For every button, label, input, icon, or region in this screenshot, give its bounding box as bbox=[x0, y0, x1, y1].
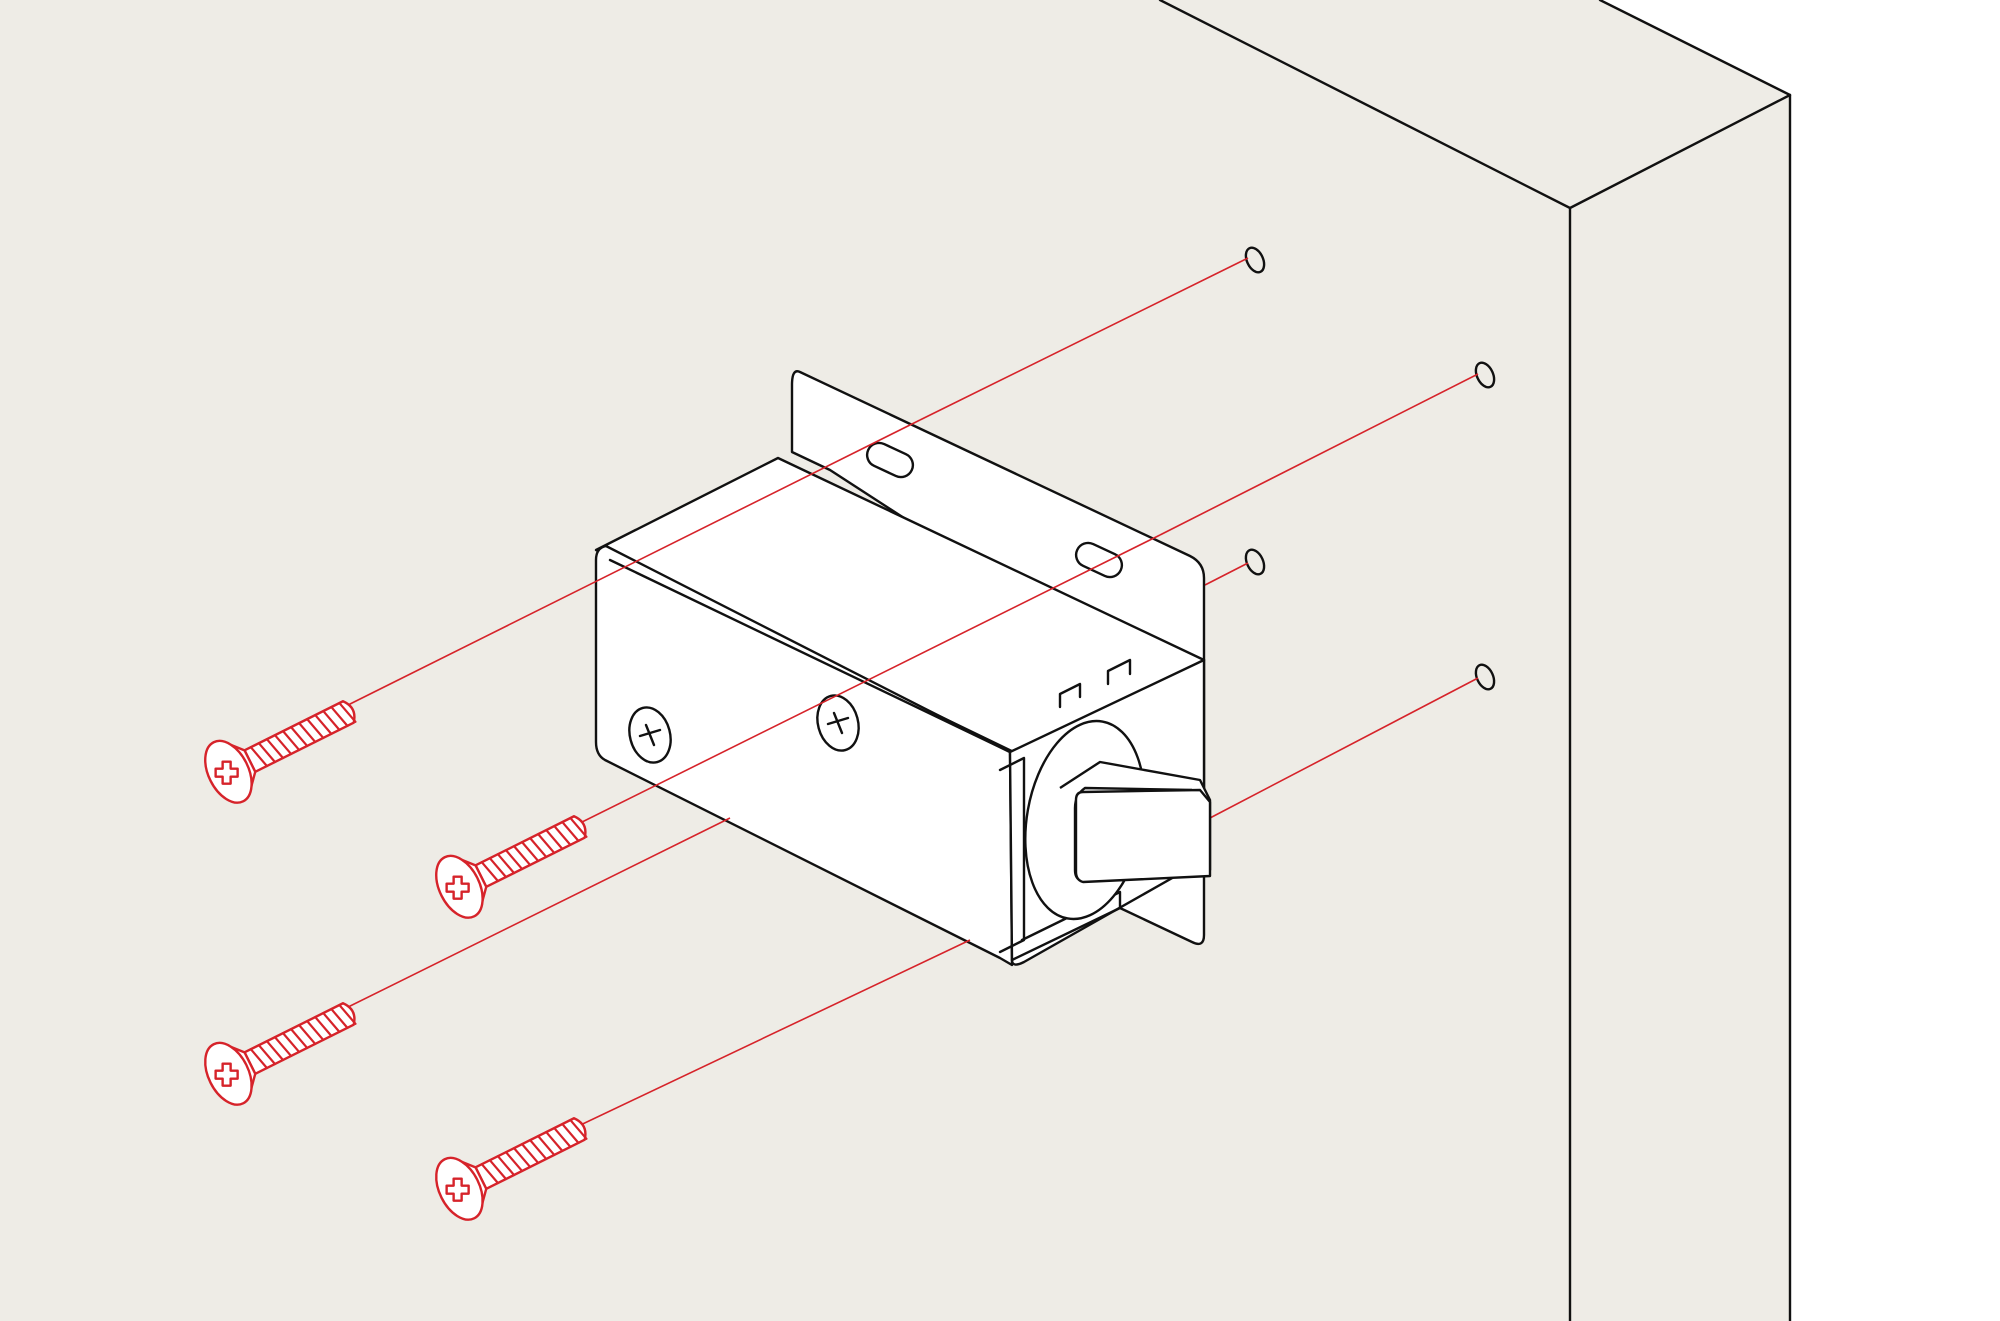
bracket-slot-1 bbox=[865, 441, 915, 479]
guide-line-1-near bbox=[337, 419, 921, 711]
latch-bolt-face bbox=[1074, 788, 1212, 884]
screw-thread bbox=[314, 713, 333, 735]
screw-thread bbox=[257, 1044, 277, 1066]
screw-thread bbox=[265, 738, 285, 760]
screw-thread bbox=[496, 1155, 516, 1177]
screw-thread bbox=[512, 845, 532, 867]
phillips-cross-icon bbox=[214, 1062, 239, 1087]
screw-thread bbox=[488, 1159, 508, 1181]
screw-thread bbox=[249, 1048, 268, 1070]
screw-thread bbox=[480, 861, 499, 883]
screw-thread bbox=[281, 1032, 301, 1054]
screw-thread bbox=[273, 734, 293, 756]
screw-2 bbox=[435, 815, 588, 919]
mounting-hole-3 bbox=[1244, 548, 1266, 576]
screw-thread bbox=[561, 1122, 580, 1144]
screw-thread bbox=[306, 718, 325, 740]
screw-thread bbox=[537, 1135, 556, 1157]
lock-body-edge bbox=[608, 558, 1012, 754]
screw-1 bbox=[204, 700, 357, 804]
screw-thread bbox=[520, 1143, 540, 1165]
electric-cabinet-lock bbox=[594, 370, 1212, 967]
screw-thread bbox=[553, 1126, 572, 1148]
body-screw-1 bbox=[628, 706, 672, 764]
phillips-cross-icon bbox=[214, 760, 239, 785]
screw-thread bbox=[488, 857, 508, 879]
phillips-cross-icon bbox=[445, 1177, 470, 1202]
screw-3 bbox=[204, 1002, 357, 1106]
screw-thread bbox=[257, 742, 277, 764]
screw-thread bbox=[330, 705, 349, 727]
phillips-cross-icon bbox=[445, 875, 470, 900]
screw-thread bbox=[330, 1007, 349, 1029]
lock-body-front bbox=[594, 544, 1014, 967]
screw-thread bbox=[322, 709, 341, 731]
guide-line-3-near bbox=[337, 817, 731, 1013]
mounting-hole-2 bbox=[1474, 361, 1496, 389]
screw-thread bbox=[504, 849, 524, 871]
screw-thread bbox=[504, 1151, 524, 1173]
guide-lines-front bbox=[337, 419, 1161, 1131]
screw-thread bbox=[512, 1147, 532, 1169]
guide-line-2-near bbox=[569, 534, 1161, 829]
screw-thread bbox=[289, 1028, 309, 1050]
guide-line-1-far bbox=[919, 257, 1249, 421]
wall-top-edge bbox=[1568, 93, 1792, 210]
screws bbox=[204, 700, 588, 1221]
screw-thread bbox=[289, 726, 309, 748]
phillips-cross-icon bbox=[638, 723, 662, 747]
screw-thread bbox=[569, 816, 588, 838]
screw-thread bbox=[314, 1015, 333, 1037]
screw-thread bbox=[561, 820, 580, 842]
screw-thread bbox=[306, 1020, 325, 1042]
guide-line-4-far bbox=[1209, 677, 1479, 819]
mounting-hole-4 bbox=[1474, 663, 1496, 691]
guide-lines-back bbox=[919, 257, 1479, 819]
mounting-holes bbox=[1244, 246, 1496, 691]
screw-thread bbox=[496, 853, 516, 875]
screw-thread bbox=[545, 1130, 564, 1152]
screw-thread bbox=[569, 1118, 588, 1140]
top-tab-1 bbox=[1058, 682, 1082, 709]
body-screw-2 bbox=[816, 694, 860, 752]
guide-line-2-far bbox=[1159, 373, 1479, 536]
screw-thread bbox=[545, 828, 564, 850]
screw-thread bbox=[520, 841, 540, 863]
screw-thread bbox=[298, 1024, 317, 1046]
screw-thread bbox=[249, 746, 268, 768]
screw-thread bbox=[338, 1003, 357, 1025]
screw-thread bbox=[537, 833, 556, 855]
screw-thread bbox=[265, 1040, 285, 1062]
screw-thread bbox=[273, 1036, 293, 1058]
screw-thread bbox=[553, 824, 572, 846]
screw-thread bbox=[322, 1011, 341, 1033]
phillips-cross-icon bbox=[826, 711, 850, 735]
screw-4 bbox=[435, 1117, 588, 1221]
top-tab-2 bbox=[1106, 658, 1132, 686]
mounting-bracket bbox=[790, 370, 1206, 946]
screw-thread bbox=[529, 837, 548, 859]
bracket-slot-2 bbox=[1074, 541, 1124, 579]
screw-thread bbox=[281, 730, 301, 752]
screw-thread bbox=[529, 1139, 548, 1161]
mounting-hole-1 bbox=[1244, 246, 1266, 274]
wall-side-face bbox=[1570, 95, 1790, 1321]
background-right bbox=[1790, 0, 2000, 1321]
side-frame-left bbox=[998, 756, 1026, 954]
screw-thread bbox=[480, 1163, 499, 1185]
screw-thread bbox=[298, 722, 317, 744]
wall-top-face bbox=[1160, 0, 1790, 208]
screw-thread bbox=[338, 701, 357, 723]
guide-line-4-near bbox=[569, 939, 971, 1131]
guide-line-3-far bbox=[1204, 562, 1249, 586]
